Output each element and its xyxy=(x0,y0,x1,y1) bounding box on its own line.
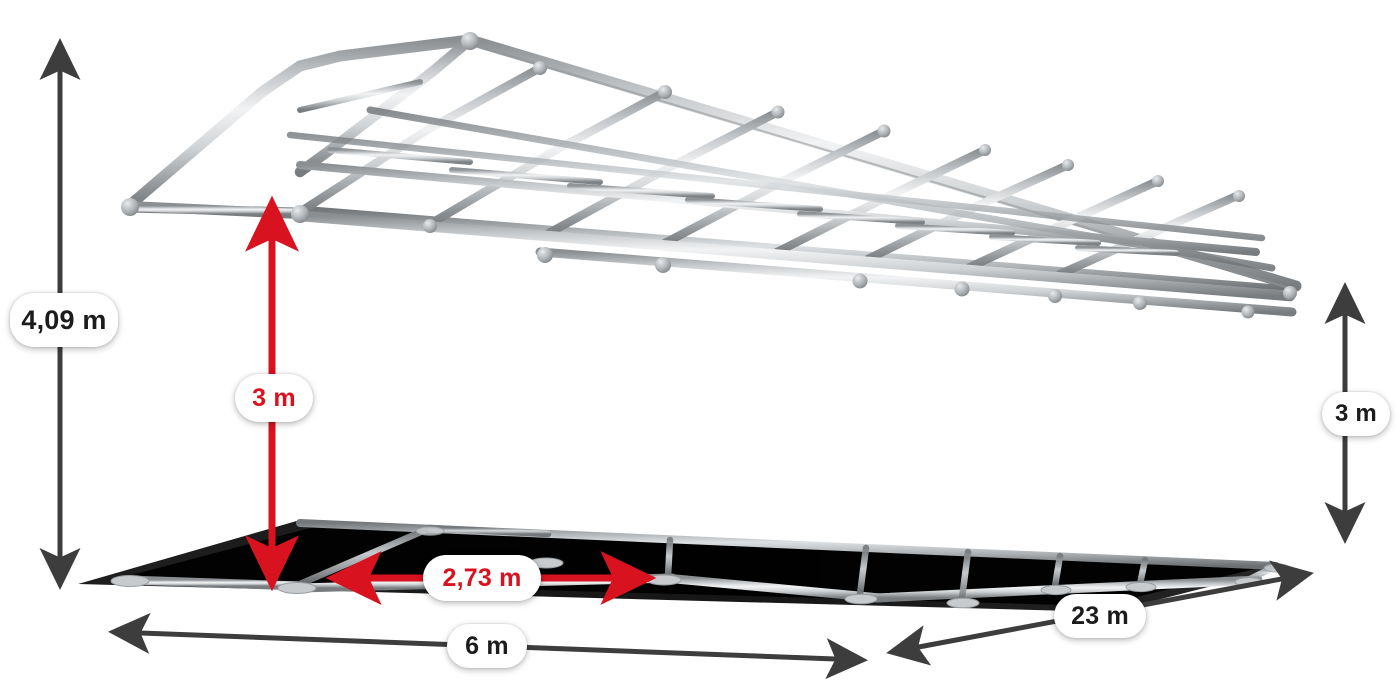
frame-interior-posts xyxy=(296,221,1280,602)
dimension-label-total-height: 4,09 m xyxy=(10,293,118,347)
dimension-label-width: 6 m xyxy=(447,624,527,668)
dimension-label-length: 23 m xyxy=(1054,594,1146,638)
dimension-label-bay-spacing: 2,73 m xyxy=(423,555,541,601)
dimension-label-side-height-interior: 3 m xyxy=(235,374,313,422)
frame-joints xyxy=(121,32,1297,319)
frame-roof xyxy=(123,34,1302,292)
dimension-label-side-height-right: 3 m xyxy=(1322,392,1390,436)
